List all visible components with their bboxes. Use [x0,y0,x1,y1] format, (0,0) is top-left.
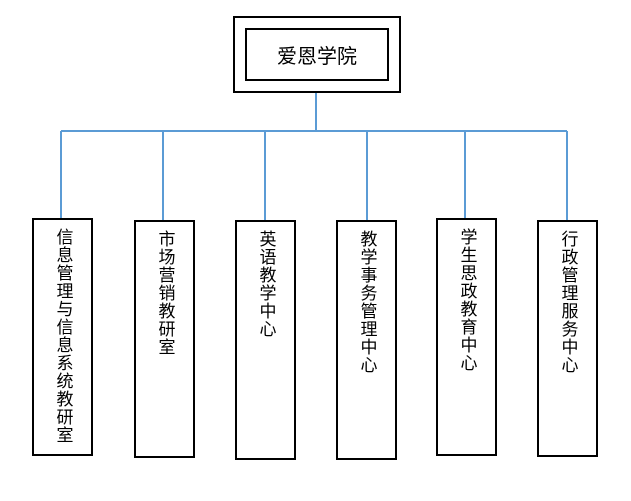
department-node: 教学事务管理中心 [336,220,397,460]
department-node: 学生思政教育中心 [436,218,497,456]
department-label: 学生思政教育中心 [456,228,477,372]
department-label: 英语教学中心 [255,230,276,338]
department-label: 行政管理服务中心 [557,230,578,374]
department-node: 英语教学中心 [235,220,296,460]
department-label: 信息管理与信息系统教研室 [52,228,73,444]
department-node: 行政管理服务中心 [537,220,598,457]
root-node: 爱恩学院 [233,16,401,93]
department-label: 市场营销教研室 [154,230,175,356]
root-node-label: 爱恩学院 [245,28,389,81]
department-label: 教学事务管理中心 [356,230,377,374]
department-node: 市场营销教研室 [134,220,195,458]
department-node: 信息管理与信息系统教研室 [32,218,93,456]
